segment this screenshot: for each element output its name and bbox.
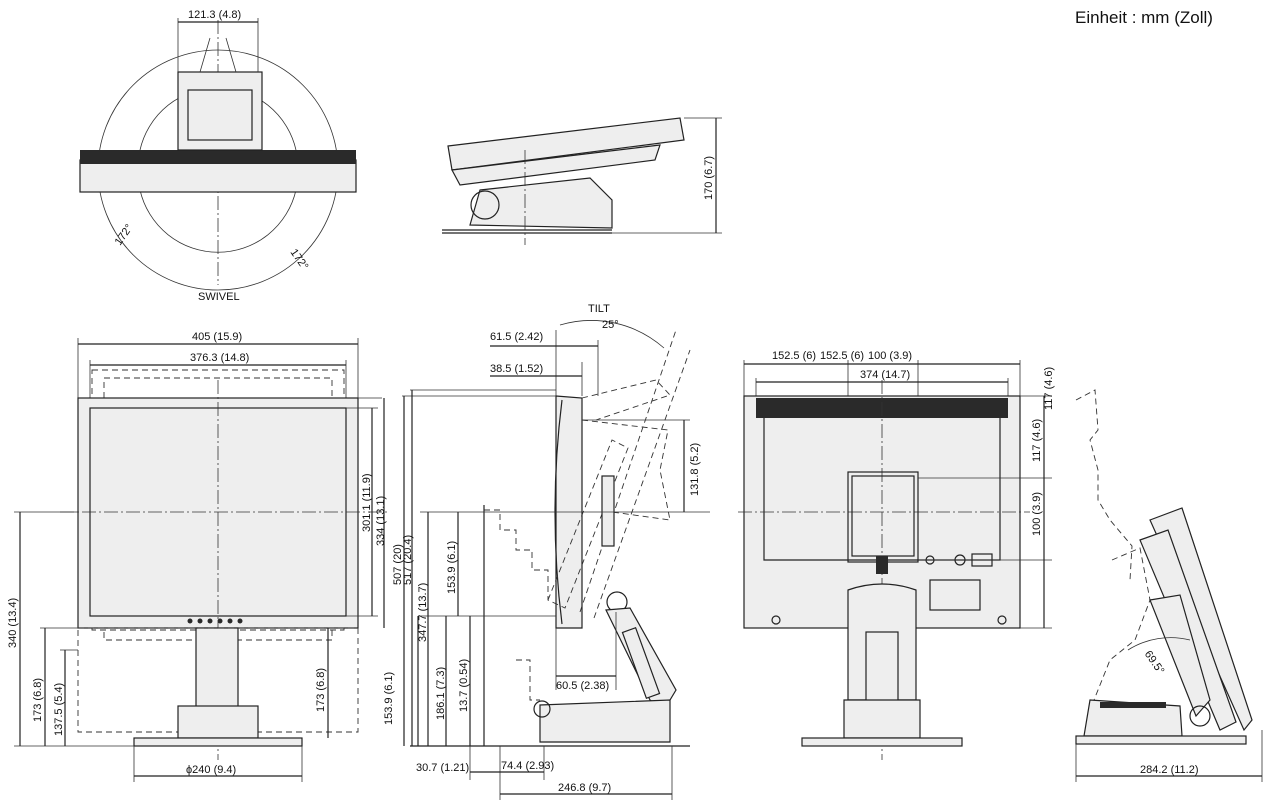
dim-side-744: 74.4 (2.93): [501, 760, 554, 772]
back-view: 152.5 (6) 152.5 (6) 100 (3.9) 374 (14.7)…: [738, 350, 1055, 760]
side-view: TILT 25° 61.5 (2.42) 38.5 (1.52) 507: [383, 303, 710, 800]
dim-back-100v: 100 (3.9): [1031, 492, 1043, 536]
dim-top-width: 121.3 (4.8): [188, 9, 241, 21]
tilt-angle: 25°: [602, 319, 619, 331]
top-view: 121.3 (4.8) 172° 172° SWIVEL: [79, 9, 357, 303]
dim-front-301: 301.1 (11.9): [361, 473, 373, 532]
dim-front-340: 340 (13.4): [7, 598, 19, 648]
dim-front-base: ϕ240 (9.4): [186, 764, 236, 776]
dim-side-347: 347.7 (13.7): [417, 583, 429, 642]
dim-side-507: 507 (20): [392, 544, 404, 585]
dim-back-117b: 117 (4.6): [1043, 367, 1055, 410]
dim-side-1539a: 153.9 (6.1): [446, 541, 458, 594]
dim-back-374: 374 (14.7): [860, 369, 910, 381]
dim-side-385: 38.5 (1.52): [490, 363, 543, 375]
dim-side-605: 60.5 (2.38): [556, 680, 609, 692]
dim-side-1318: 131.8 (5.2): [689, 443, 701, 496]
dim-side-307: 30.7 (1.21): [416, 762, 469, 774]
unit-label: Einheit : mm (Zoll): [1075, 8, 1213, 27]
dim-front-137: 137.5 (5.4): [53, 683, 65, 736]
front-view: 405 (15.9) 376.3 (14.8) 301.1 (11.9) 334…: [7, 331, 390, 782]
dim-side-1539b: 153.9 (6.1): [383, 672, 395, 725]
dim-front-width-outer: 405 (15.9): [192, 331, 242, 343]
folded-side-view: 69.5° 284.2 (11.2): [1075, 389, 1263, 782]
dim-side-137: 13.7 (0.54): [458, 659, 470, 712]
dim-fold-2842: 284.2 (11.2): [1140, 764, 1199, 776]
dim-front-173a: 173 (6.8): [32, 678, 44, 722]
dim-side-615: 61.5 (2.42): [490, 331, 543, 343]
dim-front-width-inner: 376.3 (14.8): [190, 352, 249, 364]
dim-back-1525a: 152.5 (6): [772, 350, 816, 362]
dim-front-173b: 173 (6.8): [315, 668, 327, 712]
tilt-label: TILT: [588, 303, 610, 315]
dim-front-334: 334 (13.1): [375, 496, 387, 546]
dim-side-517: 517 (20.4): [402, 535, 414, 585]
swivel-label: SWIVEL: [198, 291, 240, 303]
dim-top-height: 170 (6.7): [703, 156, 715, 200]
front-buttons: [187, 618, 243, 624]
fold-angle: 69.5°: [1142, 649, 1167, 677]
dim-back-1525b: 152.5 (6): [820, 350, 864, 362]
dim-side-186: 186.1 (7.3): [435, 667, 447, 720]
dim-side-2468: 246.8 (9.7): [558, 782, 611, 794]
tilted-side-view: 170 (6.7): [442, 117, 722, 245]
dim-back-100: 100 (3.9): [868, 350, 912, 362]
swivel-left-angle: 172°: [113, 222, 136, 248]
dim-back-117a: 117 (4.6): [1031, 419, 1043, 462]
